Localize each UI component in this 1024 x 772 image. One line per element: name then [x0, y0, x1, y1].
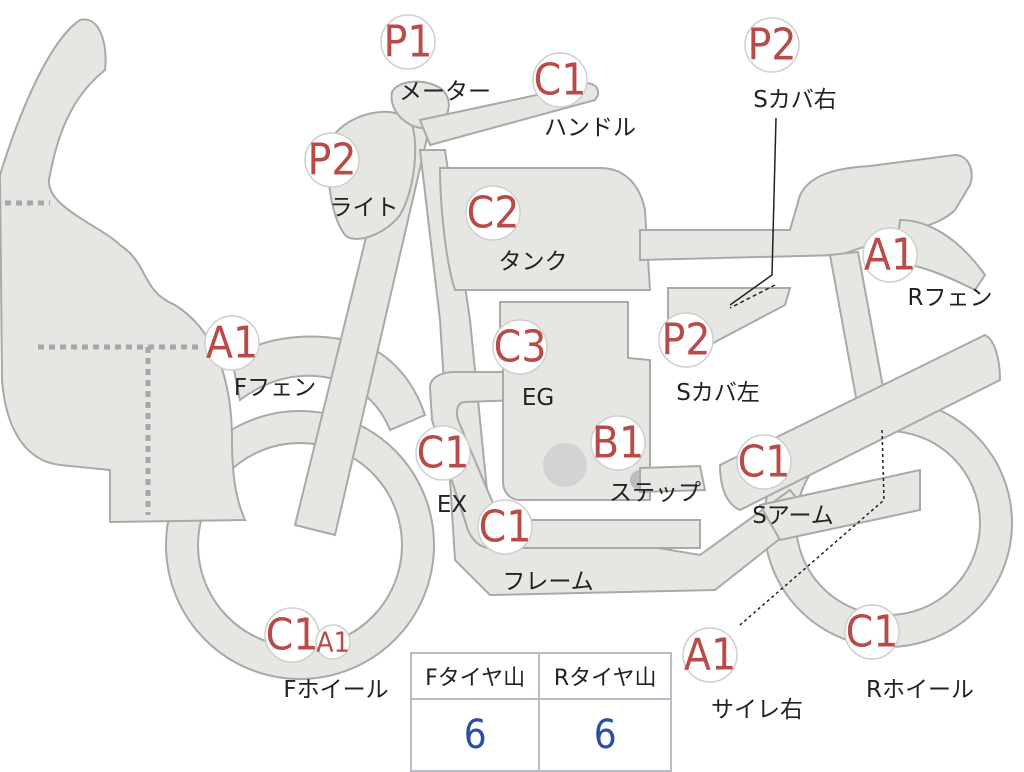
- swing-arm-label: Sアーム: [752, 503, 834, 529]
- muffler-right-marker: A1 サイレ右: [682, 627, 803, 723]
- muffler-shape: [758, 468, 921, 542]
- swing-arm-grade: C1: [738, 437, 791, 488]
- tank-label: タンク: [499, 249, 568, 275]
- front-wheel-shape: [165, 410, 435, 680]
- front-fender-grade: A1: [206, 318, 258, 369]
- muffler-right-label: サイレ右: [711, 697, 803, 723]
- side-cover-left-grade: P2: [661, 315, 710, 366]
- front-wheel-grade: C1: [266, 610, 319, 661]
- handle-label: ハンドル: [544, 115, 636, 141]
- rear-wheel-marker: C1 Rホイール: [844, 604, 974, 703]
- side-cover-left-marker: P2 Sカバ左: [658, 312, 760, 406]
- front-tread-header: Fタイヤ山: [409, 652, 541, 700]
- meter-marker: P1 メーター: [380, 14, 491, 105]
- handle-marker: C1 ハンドル: [532, 52, 636, 141]
- exhaust-label: EX: [437, 492, 468, 518]
- rear-tread-value: 6: [538, 698, 672, 772]
- step-marker: B1 ステップ: [590, 415, 701, 506]
- muffler-right-grade: A1: [684, 630, 736, 681]
- side-cover-right-marker: P2 Sカバ右: [744, 17, 837, 113]
- handle-grade: C1: [534, 55, 587, 106]
- front-tread-value: 6: [409, 698, 541, 772]
- rear-wheel-grade: C1: [846, 607, 899, 658]
- meter-label: メーター: [399, 79, 491, 105]
- engine-marker: C3 EG: [492, 319, 554, 411]
- tank-grade: C2: [467, 188, 520, 239]
- exhaust-grade: C1: [417, 428, 470, 479]
- frame-label: フレーム: [502, 569, 593, 595]
- exhaust-marker: C1 EX: [415, 425, 471, 518]
- front-wheel-marker: C1 A1 Fホイール: [264, 607, 389, 703]
- front-fender-shape: [230, 335, 427, 432]
- side-cover-right-leader: [729, 117, 777, 306]
- light-grade: P2: [307, 135, 356, 186]
- engine-grade: C3: [494, 322, 547, 373]
- side-cover-right-leader-end: [729, 284, 776, 309]
- step-label: ステップ: [609, 480, 701, 506]
- exhaust-shape: [428, 371, 701, 549]
- meter-grade: P1: [383, 17, 432, 68]
- front-fender-marker: A1 Fフェン: [204, 315, 316, 401]
- frame-marker: C1 フレーム: [477, 499, 594, 595]
- side-cover-right-label: Sカバ右: [753, 87, 837, 113]
- front-wheel-label: Fホイール: [283, 677, 388, 703]
- fairing-shape: [0, 18, 247, 524]
- light-marker: P2 ライト: [304, 132, 399, 221]
- rear-wheel-label: Rホイール: [866, 677, 974, 703]
- side-cover-right-grade: P2: [747, 20, 796, 71]
- step-grade: B1: [592, 418, 644, 469]
- rear-tread-header: Rタイヤ山: [538, 652, 672, 700]
- light-label: ライト: [330, 195, 399, 221]
- front-wheel-grade2: A1: [316, 626, 349, 659]
- step-shape: [639, 464, 707, 494]
- side-cover-left-label: Sカバ左: [676, 380, 760, 406]
- rear-fender-grade: A1: [864, 230, 916, 281]
- swing-arm-marker: C1 Sアーム: [736, 434, 834, 529]
- engine-label: EG: [522, 385, 554, 411]
- rear-fender-marker: A1 Rフェン: [862, 227, 993, 311]
- frame-grade: C1: [479, 502, 532, 553]
- tank-marker: C2 タンク: [465, 185, 568, 275]
- front-fender-label: Fフェン: [234, 375, 316, 401]
- tire-tread-table: Fタイヤ山 Rタイヤ山 6 6: [409, 652, 672, 772]
- rear-fender-label: Rフェン: [908, 285, 993, 311]
